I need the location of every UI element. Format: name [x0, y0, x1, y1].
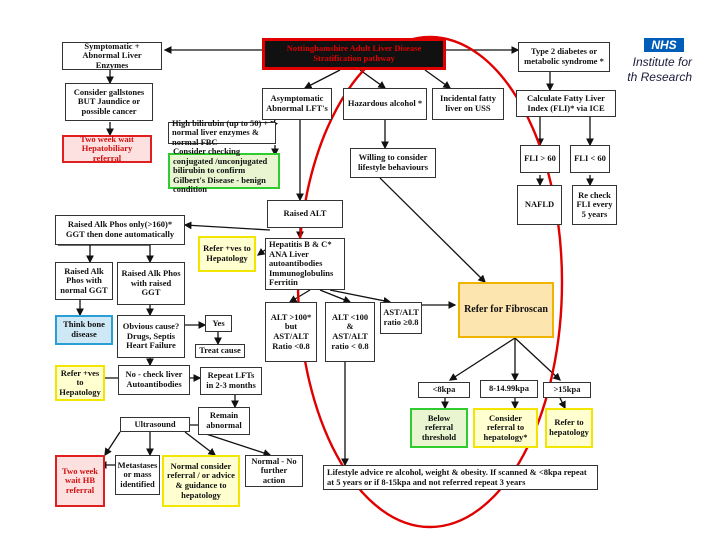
- repeat-lfts-box: Repeat LFTs in 2-3 months: [200, 367, 262, 395]
- consider-referral-box: Consider referral to hepatology*: [473, 408, 538, 448]
- refer-hepatology-box: Refer to hepatology: [545, 408, 593, 448]
- high-bilirubin-box: High bilirubin (up to 50) + normal liver…: [168, 118, 276, 146]
- think-bone-disease: Think bone disease: [55, 315, 113, 345]
- ast-alt-ratio-box: AST/ALT ratio ≥0.8: [380, 302, 422, 334]
- ultrasound-box: Ultrasound: [120, 417, 190, 432]
- hazardous-alcohol-box: Hazardous alcohol *: [343, 88, 427, 120]
- alk-raised-ggt-box: Raised Alk Phos with raised GGT: [117, 262, 185, 305]
- kpa-lt-8-box: <8kpa: [418, 382, 470, 398]
- two-week-hb-referral: Two week wait HB referral: [55, 455, 105, 507]
- normal-no-action-box: Normal - No further action: [245, 455, 303, 487]
- normal-consider-referral-box: Normal consider referral / or advice & g…: [162, 455, 240, 507]
- obvious-cause-box: Obvious cause? Drugs, Septis Heart Failu…: [117, 315, 185, 358]
- gallstones-box: Consider gallstones BUT Jaundice or poss…: [65, 83, 153, 121]
- metastases-box: Metastases or mass identified: [115, 455, 160, 495]
- fli-gt-60-box: FLI > 60: [520, 145, 560, 173]
- symptomatic-box: Symptomatic + Abnormal Liver Enzymes: [62, 41, 162, 70]
- asymptomatic-box: Asymptomatic Abnormal LFT's: [262, 88, 332, 120]
- t2dm-box: Type 2 diabetes or metabolic syndrome *: [518, 42, 610, 72]
- raised-alk-phos-box: Raised Alk Phos only(>160)* GGT then don…: [55, 215, 185, 245]
- incidental-fatty-box: Incidental fatty liver on USS: [432, 88, 504, 120]
- willing-lifestyle-box: Willing to consider lifestyle behaviours: [350, 148, 436, 178]
- kpa-8-15-box: 8-14.99kpa: [480, 380, 538, 398]
- fli-lt-60-box: FLI < 60: [570, 145, 610, 173]
- treat-cause-box: Treat cause: [195, 344, 245, 358]
- refer-hepatology-yellow: Refer +ves to Hepatology: [198, 236, 256, 272]
- alt-lt-100-box: ALT <100 & AST/ALT ratio < 0.8: [325, 302, 375, 362]
- nhs-logo: NHS: [644, 38, 684, 52]
- fli-calc-box: Calculate Fatty Liver Index (FLI)* via I…: [516, 90, 616, 117]
- lifestyle-advice-box: Lifestyle advice re alcohol, weight & ob…: [323, 465, 598, 490]
- hepatitis-panel-box: Hepatitis B & C* ANA Liver autoantibodie…: [265, 238, 345, 290]
- nafld-box: NAFLD: [517, 185, 562, 225]
- alk-normal-ggt-box: Raised Alk Phos with normal GGT: [55, 262, 113, 300]
- yes-box: Yes: [205, 315, 232, 332]
- alt-gt-100-box: ALT >100* but AST/ALT Ratio <0.8: [265, 302, 317, 362]
- pathway-title: Nottinghamshire Adult Liver Disease Stra…: [262, 38, 446, 70]
- remain-abnormal-box: Remain abnormal: [198, 407, 250, 435]
- raised-alt-box: Raised ALT: [267, 200, 343, 228]
- no-check-liver-box: No - check liver Autoantibodies: [118, 365, 190, 395]
- kpa-gt-15-box: >15kpa: [543, 382, 591, 398]
- refer-fibroscan-box: Refer for Fibroscan: [458, 282, 554, 338]
- recheck-fli-box: Re check FLI every 5 years: [572, 185, 617, 225]
- refer-hepatology-left: Refer +ves to Hepatology: [55, 365, 105, 401]
- two-week-hpb-referral: Two week wait Hepatobiliary referral: [62, 134, 152, 163]
- below-threshold-box: Below referral threshold: [410, 408, 468, 448]
- gilbert-box: Consider checking conjugated /unconjugat…: [168, 147, 280, 194]
